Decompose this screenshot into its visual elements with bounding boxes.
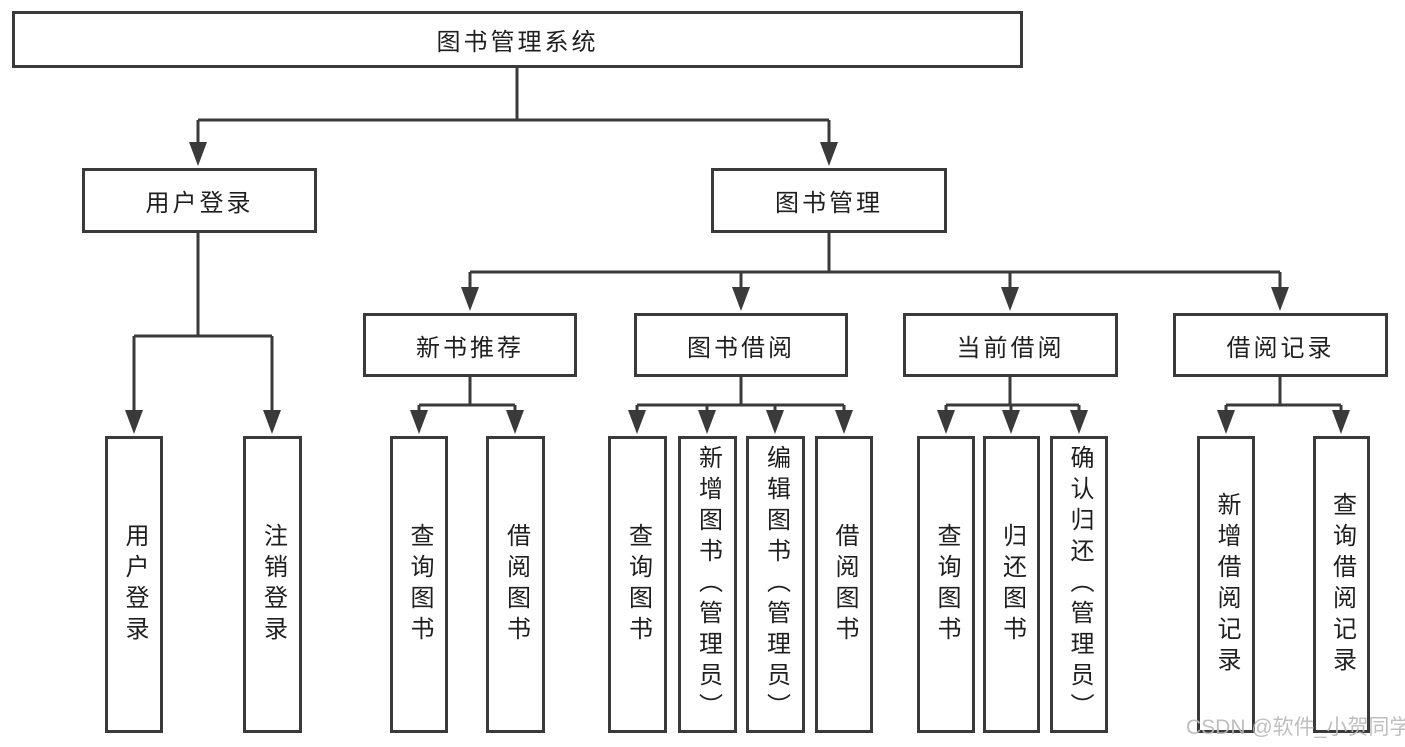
node-leaf-query-books-borrowing: 查询图书 — [608, 436, 667, 733]
node-leaf-query-books-recommend: 查询图书 — [390, 436, 448, 733]
node-leaf-query-books-current: 查询图书 — [917, 436, 975, 733]
node-leaf-confirm-return-admin: 确认归还（管理员） — [1050, 436, 1108, 733]
connector-book-borrowing-to-leaves — [635, 377, 846, 412]
node-leaf-user-login: 用户登录 — [105, 436, 163, 733]
node-new-book-recommend: 新书推荐 — [363, 313, 577, 377]
node-leaf-borrow-books: 借阅图书 — [815, 436, 873, 733]
connector-root-to-level2 — [196, 68, 831, 144]
node-leaf-borrow-books-recommend: 借阅图书 — [486, 436, 545, 733]
connector-borrowing-records-to-leaves — [1224, 377, 1343, 412]
node-leaf-logout: 注销登录 — [243, 436, 302, 733]
node-root-library-management-system: 图书管理系统 — [12, 11, 1023, 68]
connector-user-login-to-leaves — [132, 233, 274, 412]
node-leaf-add-borrow-record: 新增借阅记录 — [1197, 436, 1255, 733]
node-user-login: 用户登录 — [82, 168, 317, 233]
connector-new-book-recommend-to-leaves — [417, 377, 517, 412]
watermark-text: CSDN @软件_小贺同学 — [1186, 716, 1405, 739]
connector-current-borrowing-to-leaves — [944, 377, 1081, 412]
node-leaf-query-borrow-record: 查询借阅记录 — [1313, 436, 1370, 733]
node-borrowing-records: 借阅记录 — [1173, 313, 1388, 377]
node-leaf-edit-book-admin: 编辑图书（管理员） — [746, 436, 805, 733]
node-book-borrowing: 图书借阅 — [634, 313, 848, 377]
node-leaf-return-books: 归还图书 — [983, 436, 1040, 733]
arrowheads — [125, 142, 1350, 434]
node-book-management: 图书管理 — [711, 168, 947, 233]
node-current-borrowing: 当前借阅 — [903, 313, 1118, 377]
node-leaf-add-book-admin: 新增图书（管理员） — [678, 436, 737, 733]
connector-book-management-to-level3 — [468, 233, 1282, 289]
